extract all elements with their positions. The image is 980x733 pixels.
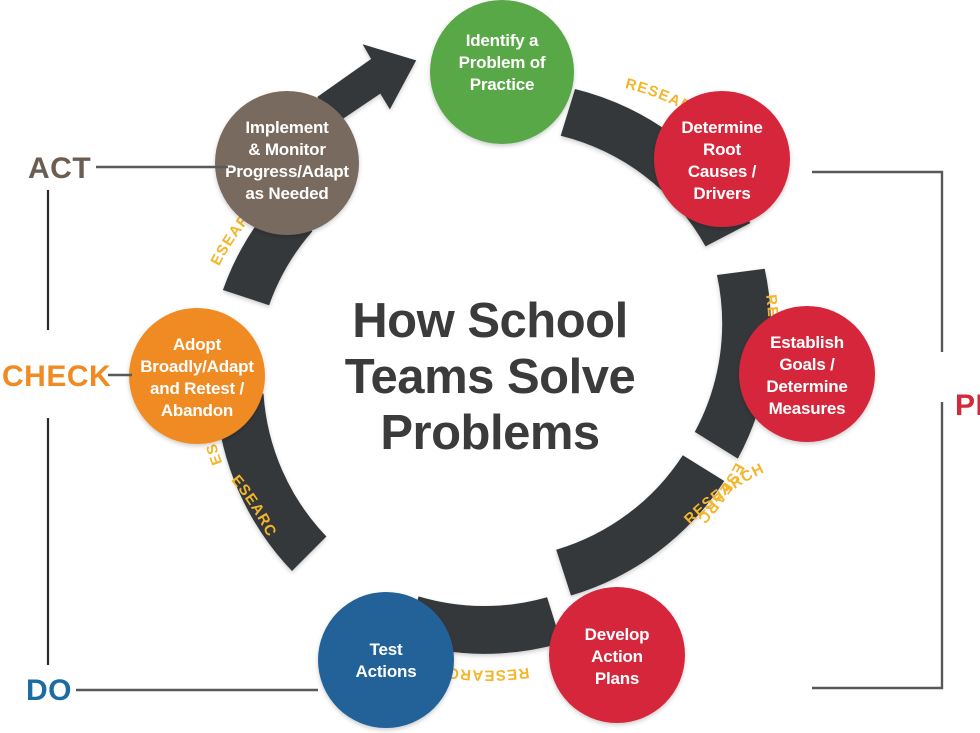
node-line: Plans (595, 669, 639, 688)
node-circle-implement-monitor (215, 91, 359, 235)
node-line: Causes / (688, 162, 757, 181)
node-line: Develop (585, 625, 650, 644)
arc-segment-test-to-adopt (215, 393, 327, 571)
node-line: Establish (770, 333, 844, 352)
cycle-nodes: Identify a Problem of Practice Determine… (129, 0, 875, 728)
node-line: Problem of (459, 53, 546, 72)
node-line: & Monitor (248, 140, 326, 159)
node-determine-root-causes[interactable]: Determine Root Causes / Drivers (654, 91, 790, 227)
title-line-3: Problems (380, 406, 599, 460)
node-identify-problem[interactable]: Identify a Problem of Practice (430, 0, 574, 144)
node-line: Actions (356, 662, 417, 681)
node-circle-test-actions (318, 592, 454, 728)
plan-bracket (812, 170, 956, 690)
quadrant-label-act: ACT (28, 152, 91, 185)
node-implement-monitor[interactable]: Implement & Monitor Progress/Adapt as Ne… (215, 91, 359, 235)
node-circle-determine-root-causes (654, 91, 790, 227)
node-line: Determine (766, 377, 847, 396)
node-circle-develop-action-plans (549, 587, 685, 723)
node-line: Goals / (779, 355, 835, 374)
node-line: Progress/Adapt (225, 162, 349, 181)
cycle-restart-arrow (317, 44, 417, 126)
node-line: Action (591, 647, 643, 666)
arc-segment-goals-to-action-plans (556, 455, 725, 596)
node-line: as Needed (245, 184, 328, 203)
node-line: Measures (769, 399, 846, 418)
node-circle-identify-problem (430, 0, 574, 144)
title-line-1: How School (352, 294, 627, 348)
quadrant-label-plan: PLAN (955, 389, 980, 422)
node-line: Identify a (466, 31, 539, 50)
node-line: Determine (681, 118, 762, 137)
node-line: Drivers (693, 184, 750, 203)
node-establish-goals[interactable]: Establish Goals / Determine Measures (739, 306, 875, 442)
node-adopt-broadly[interactable]: Adopt Broadly/Adapt and Retest / Abandon (129, 308, 265, 444)
node-line: and Retest / (150, 379, 244, 398)
node-test-actions[interactable]: Test Actions (318, 592, 454, 728)
node-develop-action-plans[interactable]: Develop Action Plans (549, 587, 685, 723)
node-line: Adopt (173, 335, 222, 354)
node-line: Root (703, 140, 741, 159)
left-brackets (46, 165, 318, 692)
node-line: Abandon (161, 401, 233, 420)
node-line: Broadly/Adapt (140, 357, 254, 376)
node-line: Implement (245, 118, 329, 137)
center-title: How School Teams Solve Problems (345, 294, 636, 460)
node-circle-adopt-broadly (129, 308, 265, 444)
quadrant-label-do: DO (26, 674, 72, 707)
node-circle-establish-goals (739, 306, 875, 442)
title-line-2: Teams Solve (345, 350, 635, 404)
node-line: Test (370, 640, 403, 659)
node-line: Practice (470, 75, 535, 94)
quadrant-label-check: CHECK (2, 360, 111, 393)
